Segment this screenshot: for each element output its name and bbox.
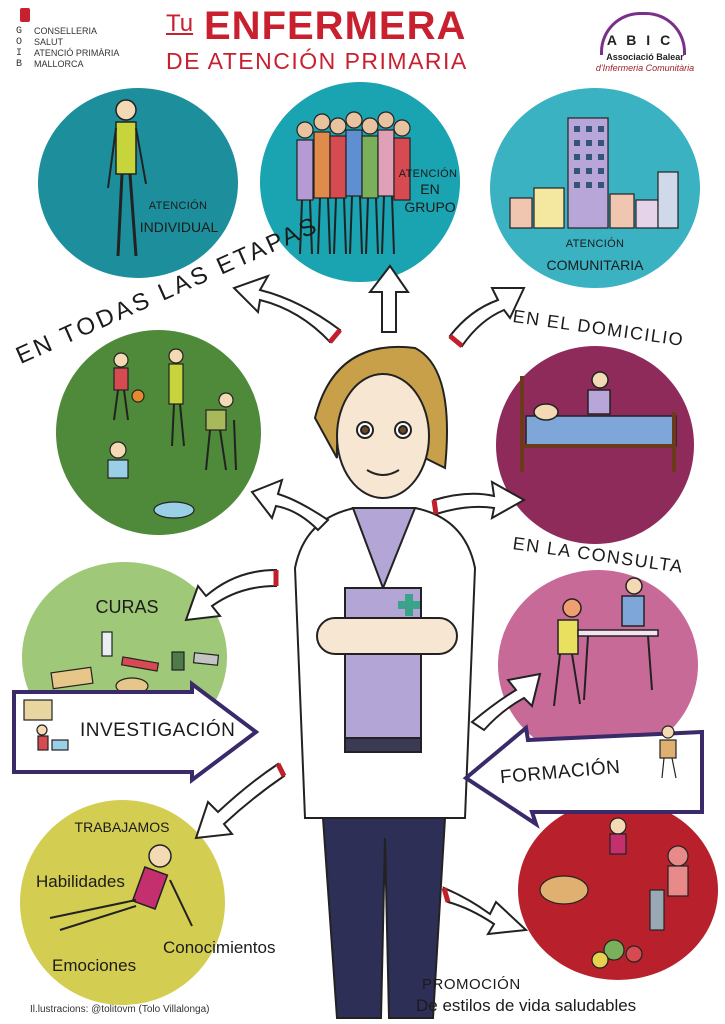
label-grupo-1: ATENCIÓN — [398, 168, 458, 180]
goib-letter: G — [16, 26, 23, 37]
label-grupo-3: GRUPO — [404, 199, 456, 215]
word-habilidades: Habilidades — [36, 872, 125, 891]
promocion-title: PROMOCIÓN — [422, 976, 521, 993]
circle-todas-etapas — [56, 330, 261, 535]
abic-line2: d'Infermeria Comunitària — [595, 63, 695, 73]
city-buildings-icon — [509, 117, 679, 229]
goib-letter: B — [16, 59, 23, 70]
arrow-to-comunitaria-icon — [448, 287, 526, 348]
circle-atencion-comunitaria: ATENCIÓN COMUNITARIA — [490, 88, 700, 288]
nurse-illustration — [293, 345, 477, 1019]
word-conocimientos: Conocimientos — [163, 938, 276, 957]
circle-trabajamos: TRABAJAMOS — [20, 800, 225, 1005]
circle-domicilio — [496, 346, 694, 544]
abic-mark: A B I C — [606, 32, 674, 48]
life-stages-icon — [107, 348, 237, 519]
goib-line: CONSELLERIA — [34, 26, 98, 36]
goib-line: ATENCIÓ PRIMÀRIA — [34, 48, 120, 58]
title-sub: DE ATENCIÓN PRIMARIA — [166, 48, 468, 74]
thinking-person-icon — [49, 844, 193, 931]
investigacion-arrow — [12, 680, 260, 784]
abic-line1: Associació Balear — [606, 52, 684, 62]
researcher-icon — [23, 699, 69, 751]
consultation-table-icon — [553, 577, 659, 707]
formacion-arrow — [462, 724, 704, 829]
arrow-to-consulta-icon — [470, 672, 542, 732]
page-title: Tu ENFERMERA DE ATENCIÓN PRIMARIA — [160, 4, 560, 74]
label-individual-2: INDIVIDUAL — [139, 219, 219, 235]
bed-patient-icon — [520, 371, 677, 472]
goib-letter: O — [16, 37, 23, 48]
label-trabajamos: TRABAJAMOS — [74, 819, 170, 835]
goib-logo: G O I B CONSELLERIA SALUT ATENCIÓ PRIMÀR… — [12, 8, 122, 88]
healthy-lifestyle-icon — [539, 817, 689, 969]
label-grupo-2: EN — [420, 181, 440, 197]
label-comunitaria-2: COMUNITARIA — [546, 257, 644, 273]
title-main: ENFERMERA — [204, 4, 467, 48]
arrow-to-trabajamos-icon — [194, 762, 287, 840]
word-emociones: Emociones — [52, 956, 137, 975]
circle-atencion-individual: ATENCIÓN INDIVIDUAL — [38, 88, 238, 278]
group-figures-icon — [296, 111, 411, 255]
label-curas: CURAS — [95, 597, 159, 617]
label-comunitaria-1: ATENCIÓN — [565, 238, 625, 250]
person-figure-icon — [107, 99, 147, 257]
wound-care-supplies-icon — [50, 631, 220, 695]
arrow-to-individual-icon — [232, 274, 342, 344]
arrow-to-etapas-icon — [250, 478, 330, 532]
circle-promocion — [518, 800, 718, 980]
arrow-to-promocion-icon — [441, 886, 529, 936]
goib-line: SALUT — [34, 37, 64, 47]
title-prefix: Tu — [166, 10, 194, 37]
label-individual-1: ATENCIÓN — [148, 200, 208, 212]
circle-atencion-grupo: ATENCIÓN EN GRUPO — [260, 82, 460, 282]
goib-letter: I — [16, 48, 23, 59]
goib-line: MALLORCA — [34, 59, 84, 69]
promocion-subtitle: De estilos de vida saludables — [416, 996, 637, 1015]
arrow-to-curas-icon — [184, 568, 279, 622]
investigacion-label: INVESTIGACIÓN — [80, 720, 236, 741]
abic-logo: A B I C Associació Balear d'Infermeria C… — [580, 12, 710, 76]
illustration-credit: Il.lustracions: @tolitovm (Tolo Villalon… — [30, 1004, 210, 1015]
goib-shield-icon — [20, 8, 30, 22]
nurse-cross-icon — [398, 594, 420, 616]
arrow-to-domicilio-icon — [431, 480, 527, 520]
arrow-to-grupo-icon — [367, 264, 410, 333]
teacher-icon — [659, 725, 677, 779]
